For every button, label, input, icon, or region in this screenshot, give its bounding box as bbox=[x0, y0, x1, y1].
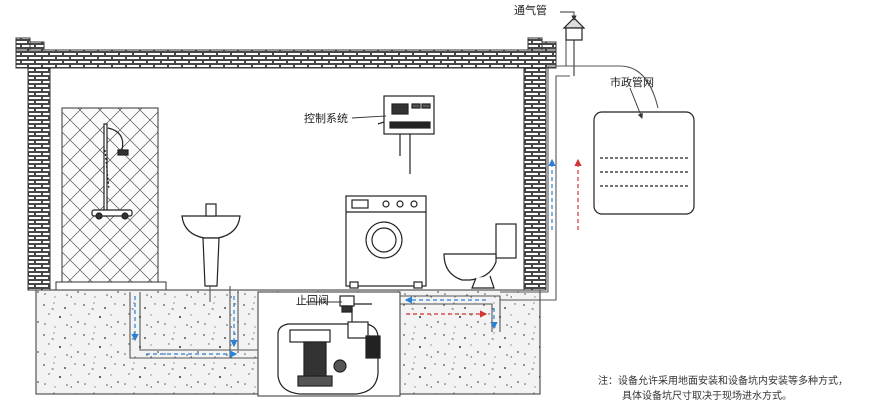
left-wall bbox=[27, 67, 51, 291]
check-valve-icon bbox=[339, 295, 355, 313]
flow-arrows-red bbox=[406, 158, 582, 318]
washbasin-icon bbox=[181, 203, 241, 287]
municipal-connection-pipe bbox=[570, 65, 659, 109]
vent-cap-icon bbox=[562, 17, 586, 41]
basin-drain-pipe bbox=[229, 286, 258, 359]
municipal-tank-icon bbox=[593, 111, 695, 215]
roof-beam bbox=[15, 49, 557, 69]
note-line-1: 注：设备允许采用地面安装和设备坑内安装等多种方式， bbox=[598, 376, 848, 387]
discharge-pipe-outer bbox=[500, 65, 578, 293]
label-leaders bbox=[306, 11, 643, 303]
lifting-station-icon bbox=[277, 303, 381, 395]
shower-drain-pipe bbox=[129, 292, 250, 359]
label-vent-pipe: 通气管 bbox=[514, 4, 547, 17]
note-line-2: 具体设备坑尺寸取决于现场进水方式。 bbox=[622, 391, 792, 402]
shower-icon bbox=[91, 123, 133, 220]
control-system-icon bbox=[377, 95, 435, 174]
appliance-drain-pipe bbox=[400, 295, 501, 332]
brick-walls bbox=[15, 37, 557, 291]
toilet-icon bbox=[443, 223, 517, 289]
label-control-system: 控制系统 bbox=[304, 112, 348, 125]
label-municipal-network: 市政管网 bbox=[610, 76, 654, 89]
flow-arrows-blue bbox=[131, 158, 556, 358]
washing-machine-icon bbox=[345, 195, 427, 289]
label-check-valve: 止回阀 bbox=[296, 294, 329, 307]
right-wall bbox=[523, 67, 547, 291]
shower-tile-wall bbox=[55, 107, 167, 291]
